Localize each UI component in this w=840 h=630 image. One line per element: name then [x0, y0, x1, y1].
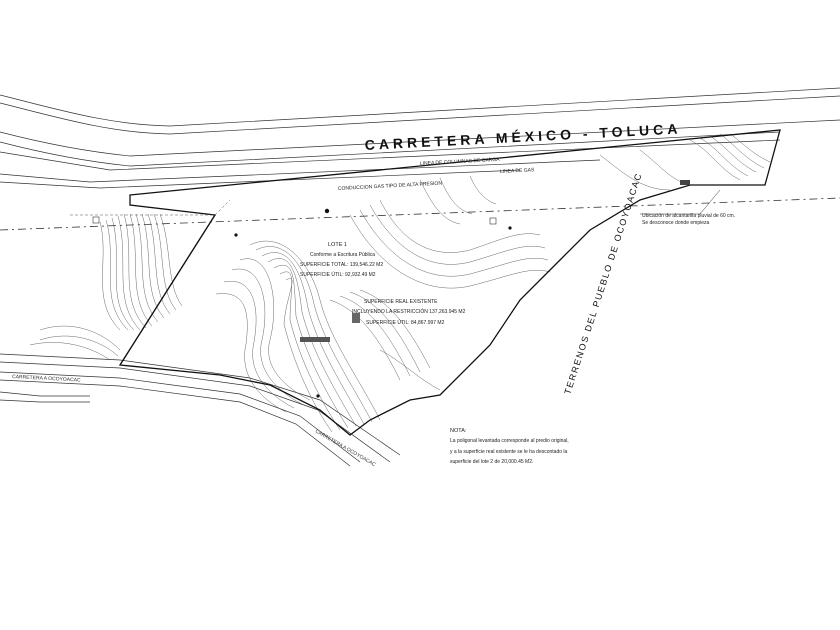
bottom-road-label-1: CARRETERA A OCOYOACAC	[12, 374, 81, 384]
note-heading: NOTA:	[450, 428, 467, 434]
culvert-leader-line	[640, 189, 721, 215]
real-area-incl: INCLUYENDO LA RESTRICCIÓN 137,263.945 M2	[352, 308, 466, 315]
lot-division-line	[119, 214, 216, 366]
contour-lines-left	[29, 213, 183, 361]
gas-line-label-1: LINEA DE COLUMNAS DE CARGA	[420, 157, 501, 167]
property-boundary	[118, 129, 781, 436]
utility-dashed-line	[0, 197, 840, 231]
lot-useful-area: SUPERFICIE ÚTIL: 92,932.49 M2	[300, 271, 376, 278]
road-title: CARRETERA MÉXICO - TOLUCA	[364, 120, 681, 153]
lot-total-area: SUPERFICIE TOTAL: 139,546.22 M2	[300, 262, 383, 268]
culvert-note-line-2: Se desconoce donde empieza	[642, 220, 709, 226]
note-line-3: superficie del lote 2 de 20,000.45 M2.	[450, 459, 533, 465]
bottom-roads	[0, 353, 401, 467]
gas-line-label-3: LINEA DE GAS	[500, 167, 535, 175]
real-area-heading: SUPERFICIE REAL EXISTENTE	[364, 299, 438, 305]
note-line-2: y a la superficie real existente se le h…	[450, 449, 568, 455]
lot-name: LOTE 1	[328, 242, 347, 248]
lot-deed: Conforme a Escritura Pública	[310, 252, 375, 258]
note-line-1: La poligonal levantada corresponde al pr…	[450, 438, 569, 444]
culvert-note-line-1: Ubicación de alcantarilla pluvial de 60 …	[642, 213, 735, 219]
hidden-boundary	[70, 199, 231, 216]
structure-markers	[92, 180, 690, 398]
contour-lines-upper	[349, 175, 551, 289]
real-area-useful: SUPERFICIE ÚTIL: 84,867.997 M2	[366, 319, 445, 326]
side-title: TERRENOS DEL PUEBLO DE OCOYOACAC	[562, 171, 643, 395]
gas-line-label-2: CONDUCCION GAS TIPO DE ALTA PRESION	[338, 181, 443, 192]
highway-lines	[0, 87, 840, 189]
contour-lines-center	[215, 240, 441, 433]
